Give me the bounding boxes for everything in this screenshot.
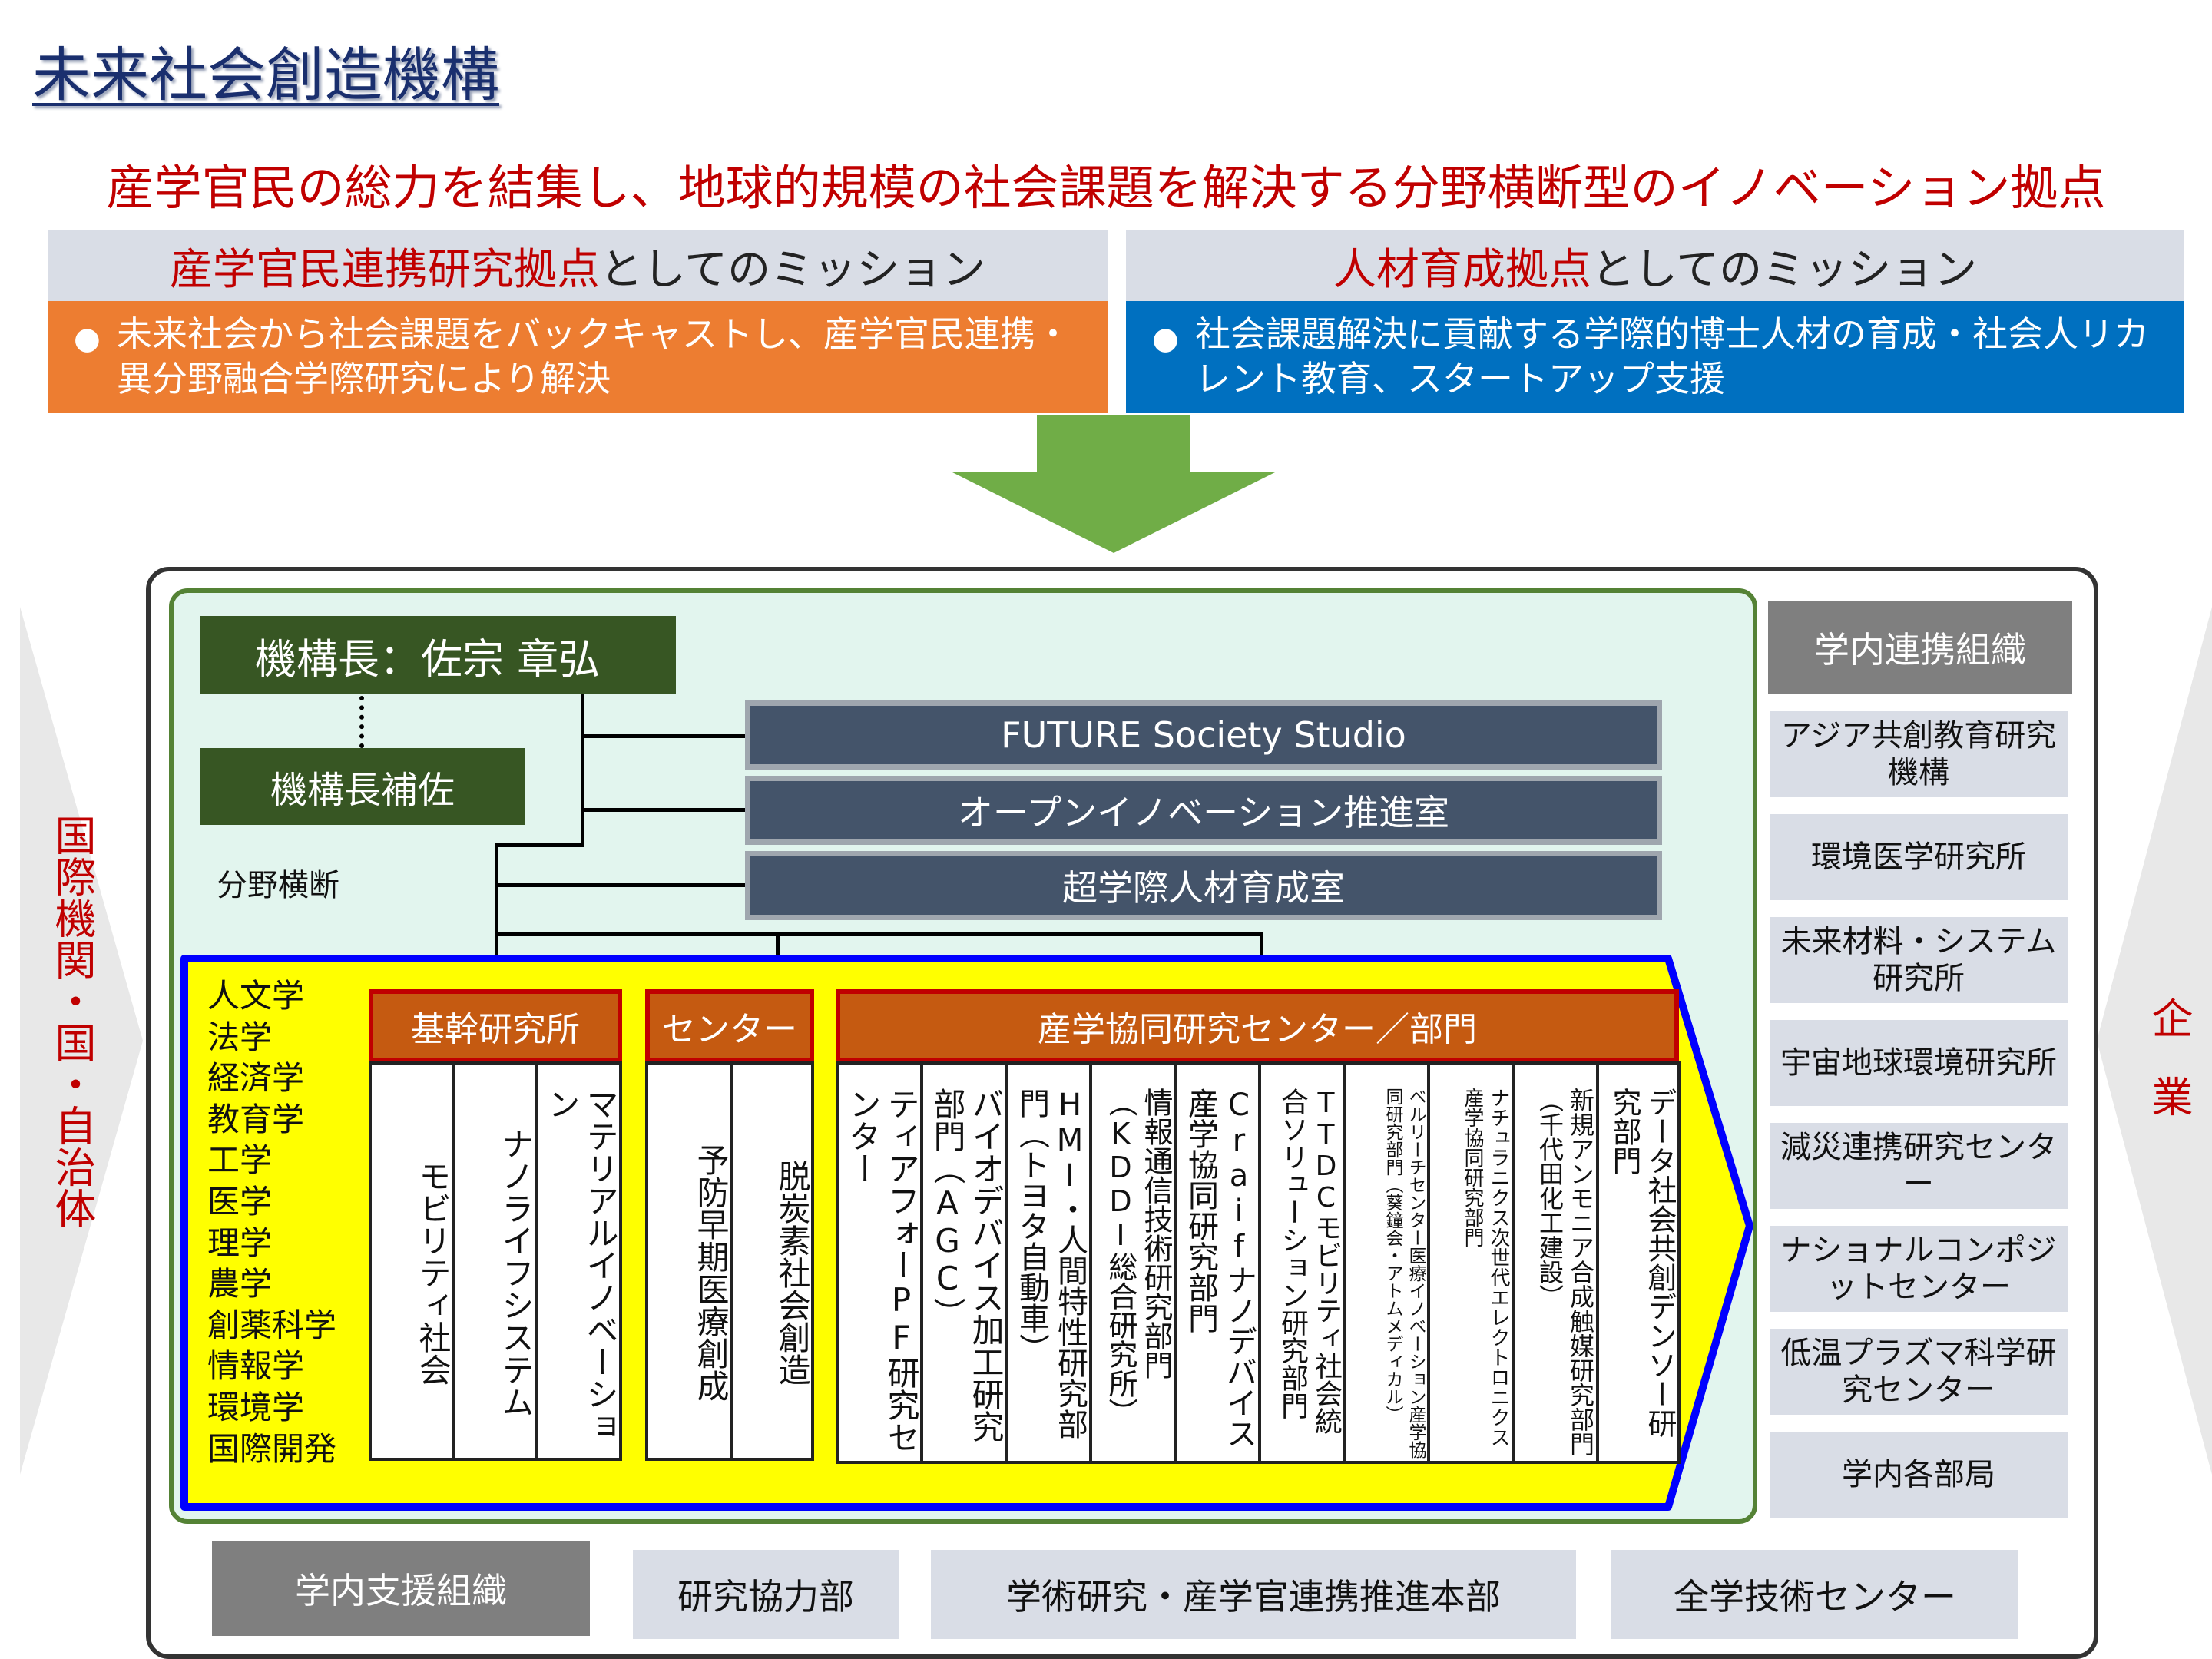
support-item: 研究協力部 <box>633 1550 899 1639</box>
faculty-item: 人文学 <box>207 977 305 1015</box>
internal-item: ナショナルコンポジットセンター <box>1770 1226 2068 1312</box>
connector-line <box>581 694 584 845</box>
right-side-chevron <box>2097 607 2212 1475</box>
internal-item: 宇宙地球環境研究所 <box>1770 1020 2068 1106</box>
center-item: 脱炭素社会創造 <box>730 1061 814 1461</box>
connector-line <box>495 843 584 847</box>
industry-item: データ社会共創デンソー研究部門 <box>1596 1061 1681 1464</box>
faculty-item: 経済学 <box>207 1059 305 1098</box>
center-item: 予防早期医療創成 <box>645 1061 733 1461</box>
industry-item: ベルリーチセンター医療イノベーション産学協同研究部門（葵鐘会・アトムメディカル） <box>1343 1061 1430 1464</box>
industry-header: 産学協同研究センター／部門 <box>836 989 1679 1063</box>
dotted-connector <box>359 696 364 748</box>
mission-right-body: ● 社会課題解決に貢献する学際的博士人材の育成・社会人リカレント教育、スタートア… <box>1126 301 2184 413</box>
connector-line <box>581 808 748 812</box>
internal-header: 学内連携組織 <box>1768 601 2072 694</box>
bullet-icon: ● <box>74 321 101 356</box>
connector-line <box>495 932 1263 936</box>
core-institute-item: ナノライフシステム <box>452 1061 538 1461</box>
industry-item: TTDCモビリティ社会統合ソリューション研究部門 <box>1258 1061 1346 1464</box>
mission-right-header: 人材育成拠点としてのミッション <box>1126 230 2184 301</box>
faculty-item: 情報学 <box>207 1347 305 1386</box>
faculty-item: 創薬科学 <box>207 1306 337 1344</box>
faculty-item: 教育学 <box>207 1100 305 1138</box>
mission-right-header-rest: としてのミッション <box>1591 244 1978 295</box>
office-box: 超学際人材育成室 <box>745 851 1662 920</box>
office-box: FUTURE Society Studio <box>745 700 1662 770</box>
mission-left-header-rest: としてのミッション <box>599 244 986 295</box>
internal-item: 低温プラズマ科学研究センター <box>1770 1329 2068 1415</box>
faculty-item: 工学 <box>207 1141 273 1180</box>
faculty-list: 人文学 法学 経済学 教育学 工学 医学 理学 農学 創薬科学 情報学 環境学 … <box>207 975 336 1469</box>
connector-line <box>581 734 748 738</box>
cross-field-label: 分野横断 <box>217 868 339 903</box>
down-arrow-icon <box>952 415 1275 553</box>
core-institute-item: モビリティ社会 <box>369 1061 455 1461</box>
left-side-label: 国際機関・国・自治体 <box>48 814 96 1229</box>
faculty-item: 医学 <box>207 1182 273 1220</box>
internal-item: 環境医学研究所 <box>1770 814 2068 900</box>
left-side-chevron <box>20 607 143 1475</box>
internal-item: アジア共創教育研究機構 <box>1770 711 2068 797</box>
faculty-item: 国際開発 <box>207 1429 337 1468</box>
internal-item: 未来材料・システム研究所 <box>1770 917 2068 1003</box>
mission-right-text: 社会課題解決に貢献する学際的博士人材の育成・社会人リカレント教育、スタートアップ… <box>1195 313 2149 399</box>
industry-item: 新規アンモニア合成触媒研究部門（千代田化工建設） <box>1512 1061 1599 1464</box>
core-institute-header: 基幹研究所 <box>369 989 622 1063</box>
connector-line <box>495 843 498 989</box>
bullet-icon: ● <box>1152 321 1179 356</box>
office-box: オープンイノベーション推進室 <box>745 776 1662 845</box>
faculty-item: 環境学 <box>207 1388 305 1426</box>
support-item: 全学技術センター <box>1611 1550 2018 1639</box>
mission-left-text: 未来社会から社会課題をバックキャストし、産学官民連携・異分野融合学際研究により解… <box>117 313 1071 399</box>
industry-item: 情報通信技術研究部門（KDDI総合研究所） <box>1089 1061 1177 1464</box>
mission-left-body: ● 未来社会から社会課題をバックキャストし、産学官民連携・異分野融合学際研究によ… <box>48 301 1108 413</box>
industry-item: Craifナノデバイス産学協同研究部門 <box>1174 1061 1261 1464</box>
center-header: センター <box>645 989 814 1063</box>
faculty-item: 農学 <box>207 1265 273 1303</box>
page-title: 未来社会創造機構 <box>32 41 499 109</box>
support-item: 学術研究・産学官連携推進本部 <box>931 1550 1576 1639</box>
internal-item: 減災連携研究センター <box>1770 1123 2068 1209</box>
industry-item: ティアフォーPF研究センター <box>836 1061 923 1464</box>
director-box: 機構長：佐宗 章弘 <box>200 616 676 694</box>
faculty-item: 法学 <box>207 1018 273 1056</box>
faculty-item: 理学 <box>207 1224 273 1262</box>
mission-right-header-highlight: 人材育成拠点 <box>1333 244 1591 295</box>
mission-left-header: 産学官民連携研究拠点としてのミッション <box>48 230 1108 301</box>
industry-item: ナチュラニクス次世代エレクトロニクス産学協同研究部門 <box>1427 1061 1515 1464</box>
mission-left-header-highlight: 産学官民連携研究拠点 <box>169 244 600 295</box>
support-header: 学内支援組織 <box>212 1541 590 1636</box>
subtitle: 産学官民の総力を結集し、地球的規模の社会課題を解決する分野横断型のイノベーション… <box>106 160 2106 216</box>
internal-item: 学内各部局 <box>1770 1432 2068 1518</box>
connector-line <box>495 883 748 887</box>
industry-item: HMI・人間特性研究部門（トヨタ自動車） <box>1005 1061 1092 1464</box>
core-institute-item: マテリアルイノベーション <box>535 1061 622 1461</box>
industry-item: バイオデバイス加工研究部門（AGC） <box>920 1061 1008 1464</box>
right-side-label: 企業 <box>2144 997 2193 1154</box>
assistant-box: 機構長補佐 <box>200 748 525 825</box>
